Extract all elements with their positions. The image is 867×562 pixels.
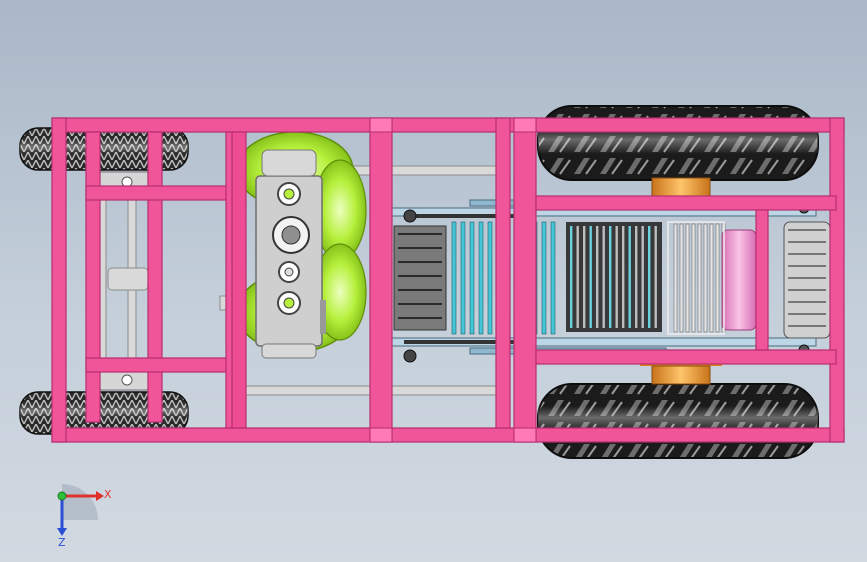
tiller-blade	[628, 226, 631, 328]
tiller-blade	[570, 226, 573, 328]
tiller-blade	[609, 226, 612, 328]
tiller-blade	[641, 226, 644, 328]
tiller-blade	[673, 223, 678, 333]
tiller-blade	[583, 226, 586, 328]
tiller-blade	[679, 223, 684, 333]
tiller-blade	[703, 223, 708, 333]
tiller-blade	[715, 223, 720, 333]
tiller-blade	[589, 226, 592, 328]
main-frame[interactable]	[51, 117, 845, 443]
triad-y-axis	[57, 491, 67, 501]
tiller-blade	[622, 226, 625, 328]
frame-corner-blocks	[369, 117, 537, 443]
tiller-blade	[654, 226, 657, 328]
tiller-blade	[697, 223, 702, 333]
tiller-blade	[487, 221, 493, 335]
tiller-blade	[691, 223, 696, 333]
tiller-blade	[635, 226, 638, 328]
axis-triad: X Z	[57, 484, 112, 549]
tiller-blade	[596, 226, 599, 328]
front-right-drive-wheel[interactable]	[537, 383, 819, 459]
tiller-blade	[451, 221, 457, 335]
tiller-blade	[478, 221, 484, 335]
tiller-blade	[602, 226, 605, 328]
tiller-blade	[709, 223, 714, 333]
rear-left-caster-wheel[interactable]	[19, 127, 189, 171]
front-left-drive-wheel[interactable]	[537, 105, 819, 181]
tiller-blade	[576, 226, 579, 328]
gearbox-housing[interactable]	[255, 149, 326, 359]
finishing-roller[interactable]	[783, 221, 831, 339]
tiller-blade	[541, 221, 547, 335]
tiller-blade	[685, 223, 690, 333]
tiller-blade	[460, 221, 466, 335]
press-roller[interactable]	[667, 221, 757, 335]
triad-z-label: Z	[58, 536, 66, 549]
triad-x-label: X	[104, 488, 112, 501]
tiller-blade	[648, 226, 651, 328]
tiller-blade	[550, 221, 556, 335]
tiller-blade	[469, 221, 475, 335]
tiller-blade	[615, 226, 618, 328]
